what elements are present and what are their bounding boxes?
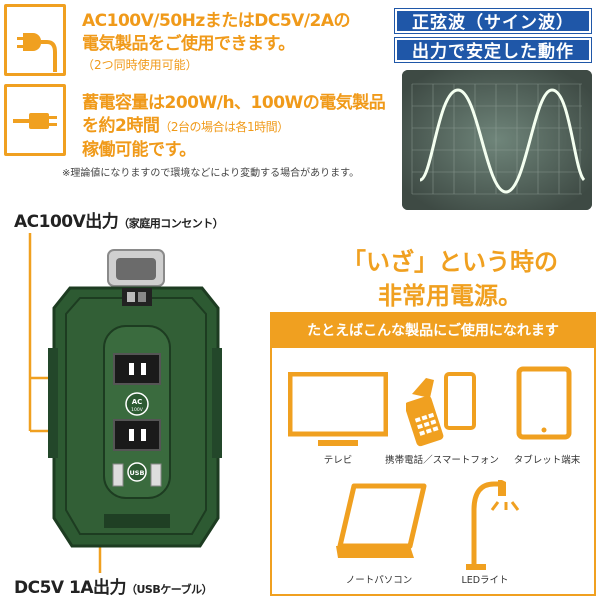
dc-output-main: DC5V 1A出力 xyxy=(14,578,126,598)
phone-icon xyxy=(406,372,476,447)
laptop-label: ノートパソコン xyxy=(345,575,413,586)
tv-icon xyxy=(288,372,388,446)
spec-line-5-main: を約2時間 xyxy=(82,116,160,136)
plug-icon-box-1 xyxy=(4,4,66,76)
spec-line-6: 稼働可能です。 xyxy=(82,140,196,160)
spec-line-3: （2つ同時使用可能） xyxy=(82,58,198,72)
ac-output-sub: （家庭用コンセント） xyxy=(118,217,224,230)
spec-line-1: AC100V/50HzまたはDC5V/2Aの xyxy=(82,11,351,31)
sine-wave-graphic xyxy=(402,70,592,210)
oscilloscope-screen xyxy=(402,70,592,210)
ac-badge-bottom: 100V xyxy=(131,407,144,413)
usb-badge: USB xyxy=(130,469,145,477)
plug-icon xyxy=(17,33,57,72)
dc-output-sub: （USBケーブル） xyxy=(125,583,213,596)
wave-title-2: 出力で安定した動作 xyxy=(395,38,591,62)
spec-text-2: 蓄電容量は200W/h、100Wの電気製品 を約2時間（2台の場合は各1時間） … xyxy=(82,92,392,162)
tv-label: テレビ xyxy=(323,455,353,466)
power-station-illustration: AC 100V USB xyxy=(28,233,222,573)
led-light-label: LEDライト xyxy=(461,575,509,586)
tablet-icon xyxy=(516,366,572,440)
spec-line-5: を約2時間（2台の場合は各1時間） xyxy=(82,115,392,139)
usage-panel-header: たとえばこんな製品にご使用になれます xyxy=(272,314,594,348)
led-light-icon xyxy=(466,480,520,570)
ac-output-main: AC100V出力 xyxy=(14,212,119,232)
tablet-label: タブレット端末 xyxy=(513,455,581,466)
plug-icon-box-2 xyxy=(4,84,66,156)
wave-title-1: 正弦波（サイン波） xyxy=(395,9,591,33)
phone-label: 携帯電話／スマートフォン xyxy=(385,455,499,466)
ac-output-label: AC100V出力（家庭用コンセント） xyxy=(14,207,224,232)
disclaimer-note: ※理論値になりますので環境などにより変動する場合があります。 xyxy=(62,168,360,179)
headline-line-2: 非常用電源。 xyxy=(378,282,522,310)
usage-panel: たとえばこんな製品にご使用になれます テレビ 携帯電話／スマートフォン タブレッ… xyxy=(270,312,596,596)
spec-line-4: 蓄電容量は200W/h、100Wの電気製品 xyxy=(82,93,386,113)
headline-line-1: 「いざ」という時の xyxy=(342,248,558,276)
cable-plug-icon xyxy=(13,113,57,129)
headline: 「いざ」という時の 非常用電源。 xyxy=(300,245,600,313)
spec-text-1: AC100V/50HzまたはDC5V/2Aの 電気製品をご使用できます。 （2つ… xyxy=(82,10,382,73)
dc-output-label: DC5V 1A出力（USBケーブル） xyxy=(14,573,213,598)
laptop-icon xyxy=(336,483,427,558)
spec-line-5-small: （2台の場合は各1時間） xyxy=(159,120,289,134)
ac-badge-top: AC xyxy=(132,398,143,406)
spec-line-2: 電気製品をご使用できます。 xyxy=(82,34,295,54)
